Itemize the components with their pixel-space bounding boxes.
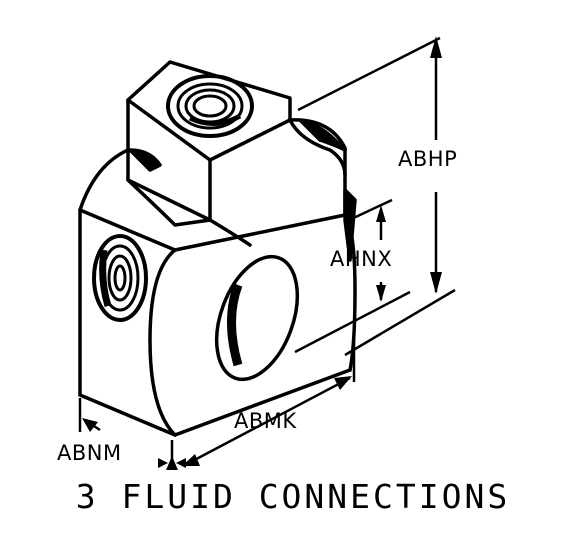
dimension-arrows — [82, 36, 442, 470]
front-bore — [214, 254, 300, 382]
abmk-dimension-line — [184, 376, 351, 467]
main-block-top — [78, 148, 130, 212]
dimension-label-ahnx: AHNX — [330, 247, 392, 271]
main-block-front-top — [173, 213, 347, 252]
valve-body — [78, 60, 357, 437]
figure-caption: 3 FLUID CONNECTIONS — [75, 477, 511, 516]
dimension-label-abhp: ABHP — [398, 147, 457, 171]
top-port — [166, 74, 254, 138]
dimension-label-abmk: ABMK — [234, 409, 297, 433]
main-block-front-left — [148, 248, 177, 437]
main-block-bottom — [78, 393, 177, 437]
top-boss — [126, 60, 347, 182]
main-block-left-top — [78, 208, 177, 252]
left-port — [92, 234, 148, 322]
dimension-lines — [78, 36, 456, 470]
dimension-label-abnm: ABNM — [57, 441, 122, 465]
main-block-front-bottom — [173, 368, 352, 437]
